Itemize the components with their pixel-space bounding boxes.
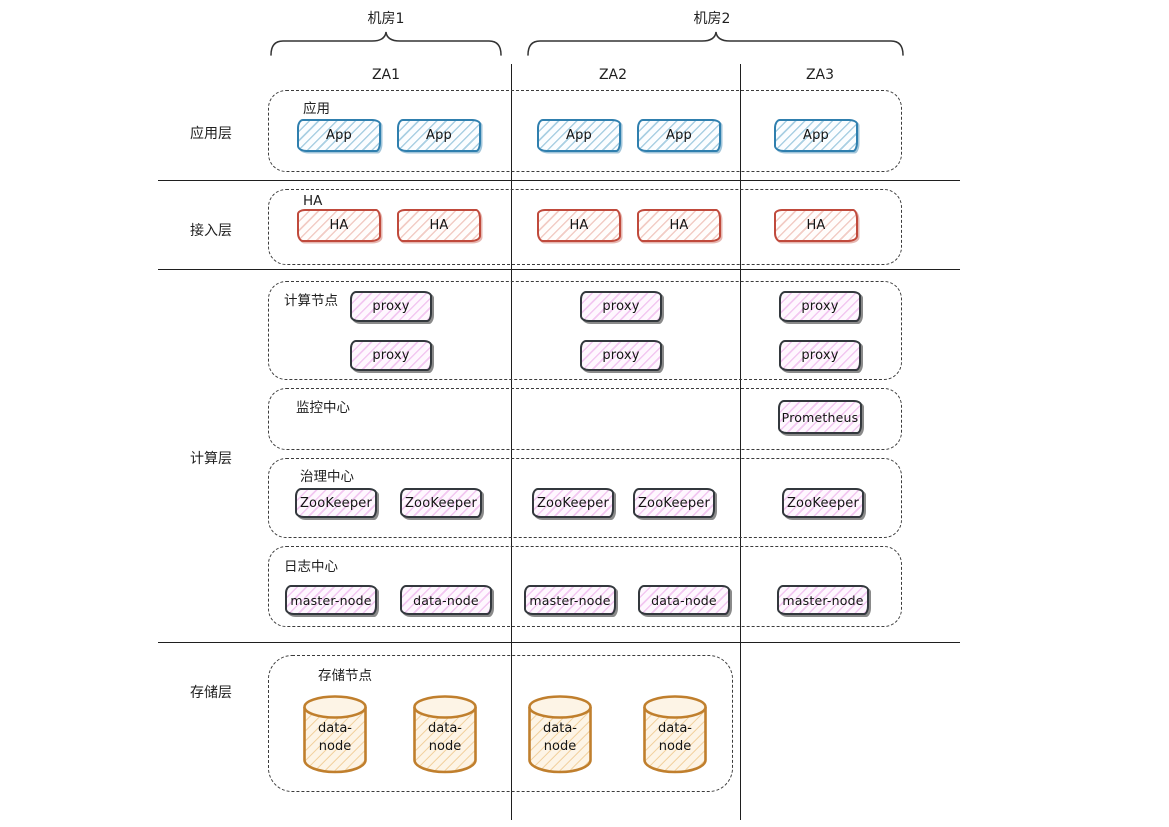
storage-node-label: data-node xyxy=(318,721,352,754)
group-label-ha: HA xyxy=(303,193,323,209)
database-cylinder-icon xyxy=(303,695,367,774)
group-ha xyxy=(268,189,902,265)
node-ha: HA xyxy=(637,209,721,242)
node-zookeeper: ZooKeeper xyxy=(782,488,864,518)
group-monitor xyxy=(268,388,902,450)
node-proxy: proxy xyxy=(350,340,432,371)
storage-cylinder: data-node xyxy=(302,694,368,776)
storage-node-label: data-node xyxy=(658,721,692,754)
node-master-node: master-node xyxy=(285,585,377,615)
node-zookeeper: ZooKeeper xyxy=(633,488,715,518)
layer-divider-1 xyxy=(158,180,960,181)
layer-label-access: 接入层 xyxy=(190,223,232,239)
database-cylinder-icon xyxy=(643,695,707,774)
node-ha: HA xyxy=(537,209,621,242)
node-master-node: master-node xyxy=(777,585,869,615)
node-app: App xyxy=(397,119,481,152)
layer-divider-2 xyxy=(158,269,960,270)
group-label-app: 应用 xyxy=(303,101,330,117)
node-data-node: data-node xyxy=(638,585,730,615)
group-label-monitor: 监控中心 xyxy=(296,400,350,416)
group-label-governance: 治理中心 xyxy=(300,469,354,485)
node-ha: HA xyxy=(397,209,481,242)
node-proxy: proxy xyxy=(779,291,861,322)
storage-cylinder: data-node xyxy=(642,694,708,776)
zone-header-za1: ZA1 xyxy=(371,67,401,83)
node-proxy: proxy xyxy=(580,291,662,322)
group-label-log: 日志中心 xyxy=(284,559,338,575)
group-governance xyxy=(268,458,902,538)
group-log xyxy=(268,546,902,627)
layer-label-app: 应用层 xyxy=(190,126,232,142)
storage-cylinder: data-node xyxy=(412,694,478,776)
datacenter-brace-2 xyxy=(527,31,904,56)
database-cylinder-icon xyxy=(413,695,477,774)
storage-node-label: data-node xyxy=(543,721,577,754)
node-zookeeper: ZooKeeper xyxy=(295,488,377,518)
group-compute-nodes xyxy=(268,281,902,380)
group-label-compute-nodes: 计算节点 xyxy=(284,293,338,309)
node-proxy: proxy xyxy=(580,340,662,371)
layer-label-storage: 存储层 xyxy=(190,685,232,701)
node-app: App xyxy=(297,119,381,152)
node-master-node: master-node xyxy=(524,585,616,615)
storage-node-label: data-node xyxy=(428,721,462,754)
zone-header-za2: ZA2 xyxy=(598,67,628,83)
zone-header-za3: ZA3 xyxy=(805,67,835,83)
zone-divider-2 xyxy=(740,64,741,820)
node-ha: HA xyxy=(774,209,858,242)
node-ha: HA xyxy=(297,209,381,242)
node-app: App xyxy=(537,119,621,152)
group-app xyxy=(268,90,902,172)
datacenter-label-2: 机房2 xyxy=(693,11,731,27)
zone-divider-1 xyxy=(511,64,512,820)
node-app: App xyxy=(637,119,721,152)
node-zookeeper: ZooKeeper xyxy=(400,488,482,518)
node-zookeeper: ZooKeeper xyxy=(532,488,614,518)
node-proxy: proxy xyxy=(350,291,432,322)
datacenter-label-1: 机房1 xyxy=(367,11,405,27)
node-proxy: proxy xyxy=(779,340,861,371)
node-prometheus: Prometheus xyxy=(778,400,862,434)
database-cylinder-icon xyxy=(528,695,592,774)
layer-label-compute: 计算层 xyxy=(190,451,232,467)
node-app: App xyxy=(774,119,858,152)
node-data-node: data-node xyxy=(400,585,492,615)
group-storage-nodes xyxy=(268,655,733,792)
layer-divider-3 xyxy=(158,642,960,643)
storage-cylinder: data-node xyxy=(527,694,593,776)
group-label-storage-nodes: 存储节点 xyxy=(318,668,372,684)
datacenter-brace-1 xyxy=(270,31,502,56)
